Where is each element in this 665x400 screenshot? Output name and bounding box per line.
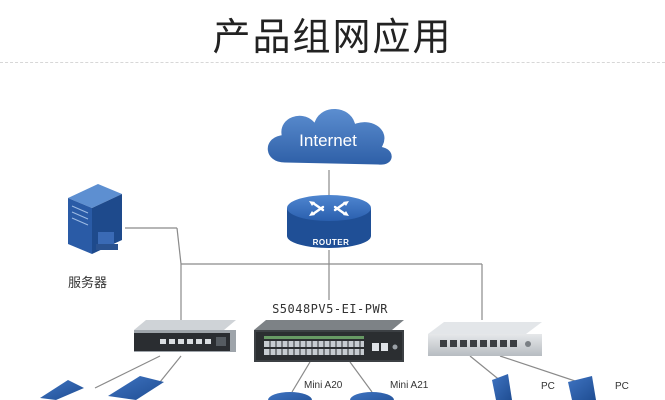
pc-2-label: PC (615, 381, 629, 392)
link-server-drop (176, 227, 182, 265)
server-icon (68, 184, 122, 254)
link-left-down-1 (94, 355, 161, 389)
link-right-pc2 (499, 355, 579, 383)
client-device-left-2-icon (108, 376, 164, 400)
client-device-left-1-icon (40, 380, 84, 400)
access-point-1-label: Mini A20 (304, 380, 343, 391)
access-point-1-icon (268, 392, 312, 400)
page-title: 产品组网应用 (212, 15, 453, 59)
core-switch-icon (254, 320, 404, 362)
pc-1-label: PC (541, 381, 555, 392)
router-label: ROUTER (312, 238, 350, 247)
access-point-2-icon (350, 392, 394, 400)
pc-2-icon (568, 376, 596, 400)
left-switch-icon (134, 320, 236, 352)
link-left-down-2 (159, 355, 182, 383)
access-point-2-label: Mini A21 (390, 380, 429, 391)
link-core-ap2 (349, 361, 373, 393)
pc-1-icon (492, 374, 512, 400)
link-core-ap1 (291, 361, 311, 393)
server-label: 服务器 (68, 276, 108, 291)
router-icon (287, 195, 371, 248)
right-switch-icon (428, 322, 542, 356)
internet-label: Internet (299, 131, 357, 150)
title-divider (0, 62, 665, 63)
connection-lines (94, 170, 579, 393)
link-right-pc1 (469, 355, 503, 383)
core-switch-label: S5048PV5-EI-PWR (272, 302, 388, 316)
internet-cloud-icon (264, 106, 395, 168)
